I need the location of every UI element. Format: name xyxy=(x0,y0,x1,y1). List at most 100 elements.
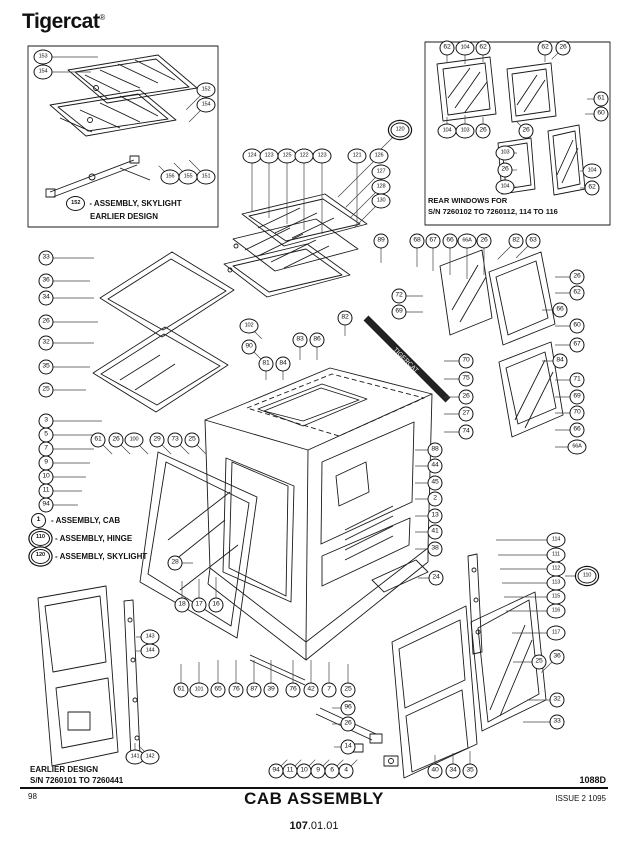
callout-113: 113 xyxy=(546,575,566,591)
callout-100: 100 xyxy=(124,432,144,448)
section-page-bold: 107 xyxy=(289,820,308,832)
callout-82: 82 xyxy=(508,233,524,249)
callout-26: 26 xyxy=(38,314,54,330)
callout-35: 35 xyxy=(462,763,478,779)
callout-4: 4 xyxy=(338,763,354,779)
callout-104: 104 xyxy=(495,179,515,195)
callout-115: 115 xyxy=(546,589,566,605)
callout-127: 127 xyxy=(371,164,391,180)
callout-152: 152 xyxy=(196,82,216,98)
callout-130: 130 xyxy=(371,193,391,209)
callout-25: 25 xyxy=(340,682,356,698)
callout-123: 123 xyxy=(259,148,279,164)
callout-72: 72 xyxy=(391,288,407,304)
callout-76: 76 xyxy=(228,682,244,698)
rear-windows-label: REAR WINDOWS FOR S/N 7260102 TO 7260112,… xyxy=(428,195,608,217)
callout-1-legend: 1 xyxy=(31,512,46,528)
callout-155: 155 xyxy=(178,169,198,185)
page-title: CAB ASSEMBLY xyxy=(244,789,384,808)
callout-17: 17 xyxy=(191,597,207,613)
roof-dashed-outline xyxy=(246,373,425,437)
callout-40: 40 xyxy=(427,763,443,779)
callout-66: 66 xyxy=(552,302,568,318)
callout-117: 117 xyxy=(546,625,566,641)
callout-143: 143 xyxy=(140,629,160,645)
callout-11: 11 xyxy=(38,483,54,499)
brand-logo: Tigercat® xyxy=(22,10,105,34)
callout-26: 26 xyxy=(518,123,534,139)
callout-44: 44 xyxy=(427,458,443,474)
callout-156: 156 xyxy=(160,169,180,185)
callout-103: 103 xyxy=(495,145,515,161)
callout-104: 104 xyxy=(437,123,457,139)
callout-101: 101 xyxy=(189,682,209,698)
callout-61: 61 xyxy=(173,682,189,698)
callout-6: 6 xyxy=(324,763,340,779)
right-door xyxy=(391,591,547,779)
callout-36: 36 xyxy=(549,649,565,665)
callout-10: 10 xyxy=(296,763,312,779)
callout-75: 75 xyxy=(458,371,474,387)
legend-skylight-text: - ASSEMBLY, SKYLIGHT xyxy=(55,551,148,561)
callout-153: 153 xyxy=(33,49,53,65)
callout-26: 26 xyxy=(108,432,124,448)
legend-item-hinge: 110 - ASSEMBLY, HINGE xyxy=(31,529,147,547)
callout-26: 26 xyxy=(555,40,571,56)
callout-73: 73 xyxy=(167,432,183,448)
callout-116: 116 xyxy=(546,603,566,619)
legend-item-skylight: 120 - ASSEMBLY, SKYLIGHT xyxy=(31,547,147,565)
callout-26: 26 xyxy=(458,389,474,405)
cab-decal-text: TIGERCAT xyxy=(392,346,420,374)
callout-104: 104 xyxy=(582,163,602,179)
callout-90: 90 xyxy=(241,339,257,355)
callout-25: 25 xyxy=(531,654,547,670)
rear-windows-line1: REAR WINDOWS FOR xyxy=(428,196,508,205)
callout-142: 142 xyxy=(140,749,160,765)
callout-42: 42 xyxy=(303,682,319,698)
callout-26: 26 xyxy=(569,269,585,285)
callout-126: 126 xyxy=(369,148,389,164)
callout-62: 62 xyxy=(584,180,600,196)
skylight-assembly xyxy=(223,193,368,298)
brand-logo-text: Tigercat xyxy=(22,10,100,33)
callout-120: 120 xyxy=(390,122,410,138)
callout-24: 24 xyxy=(428,570,444,586)
callout-18: 18 xyxy=(174,597,190,613)
callout-102: 102 xyxy=(239,318,259,334)
callout-5: 5 xyxy=(38,427,54,443)
callout-67: 67 xyxy=(569,337,585,353)
small-parts xyxy=(249,654,399,767)
callout-26: 26 xyxy=(340,716,356,732)
skylight-early-label: 152 - ASSEMBLY, SKYLIGHT EARLIER DESIGN xyxy=(40,196,208,223)
callout-69: 69 xyxy=(391,304,407,320)
callout-123: 123 xyxy=(312,148,332,164)
callout-60: 60 xyxy=(569,318,585,334)
callout-104: 104 xyxy=(455,40,475,56)
callout-36: 36 xyxy=(38,273,54,289)
callout-26: 26 xyxy=(476,233,492,249)
callout-70: 70 xyxy=(569,405,585,421)
callout-34: 34 xyxy=(38,290,54,306)
earlier-design-door xyxy=(37,585,141,767)
callout-7: 7 xyxy=(38,441,54,457)
right-rear-windows xyxy=(439,249,564,438)
hinge-strip xyxy=(467,553,483,655)
callout-7: 7 xyxy=(321,682,337,698)
callout-120-legend: 120 xyxy=(31,548,50,564)
callout-34: 34 xyxy=(445,763,461,779)
callout-122: 122 xyxy=(294,148,314,164)
earlier-design-line2: S/N 7260101 TO 7260441 xyxy=(30,776,124,785)
callout-70: 70 xyxy=(458,353,474,369)
callout-25: 25 xyxy=(184,432,200,448)
callout-83: 83 xyxy=(292,332,308,348)
callout-86: 86 xyxy=(309,332,325,348)
rear-windows-line2: S/N 7260102 TO 7260112, 114 TO 116 xyxy=(428,207,558,216)
left-window-frames xyxy=(92,251,235,413)
callout-81: 81 xyxy=(258,356,274,372)
section-page-rest: .01.01 xyxy=(307,820,339,832)
callout-82: 82 xyxy=(337,310,353,326)
callout-151: 151 xyxy=(196,169,216,185)
callout-25: 25 xyxy=(38,382,54,398)
callout-11: 11 xyxy=(282,763,298,779)
